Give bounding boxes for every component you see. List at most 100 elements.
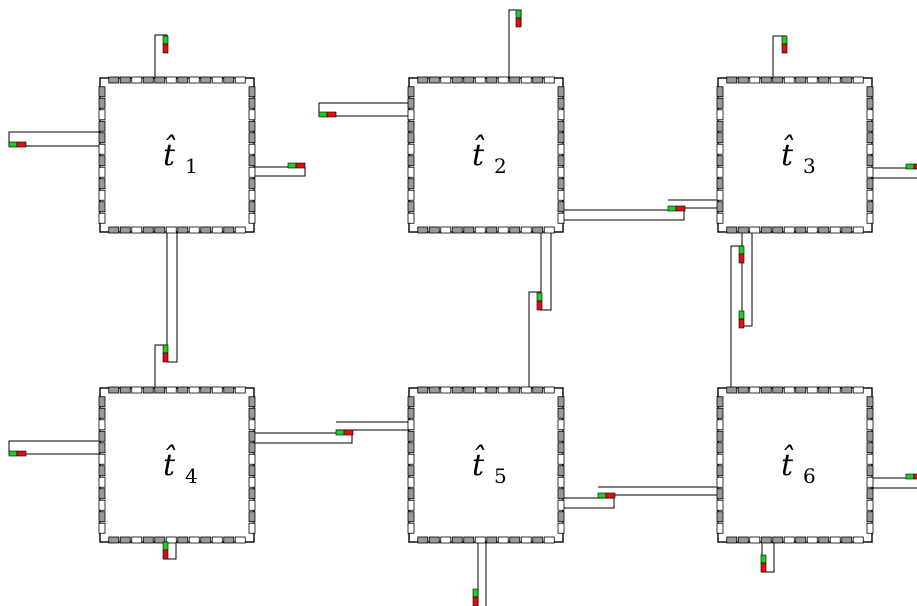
tile-port (557, 465, 565, 477)
tile-port (520, 76, 532, 84)
connection-path (563, 209, 685, 221)
tile-port (407, 396, 415, 408)
tile-port (200, 226, 212, 234)
tile-border (717, 77, 873, 233)
tile-port (131, 536, 143, 544)
tile-port (108, 226, 120, 234)
tile-port (407, 155, 415, 167)
tile-port (866, 109, 874, 121)
tile-port (716, 201, 724, 213)
tile-port (806, 76, 818, 84)
tile-port (440, 76, 452, 84)
tile-port (98, 430, 106, 442)
tile-port (98, 465, 106, 477)
tile-port (866, 396, 874, 408)
tile-port (407, 453, 415, 465)
tile-port (407, 499, 415, 511)
tile-port (716, 109, 724, 121)
marker-red (913, 473, 917, 480)
tile-port (248, 166, 256, 178)
tile-port (866, 499, 874, 511)
tile-t4: t̂4 (98, 386, 256, 544)
tile-port (818, 536, 830, 544)
marker-red (738, 318, 745, 329)
tile-port (248, 396, 256, 408)
tile-port (543, 386, 555, 394)
tile-port (783, 226, 795, 234)
tile-port (543, 226, 555, 234)
tile-t6: t̂6 (716, 386, 874, 544)
tile-port (165, 226, 177, 234)
tile-port (726, 226, 738, 234)
tile-port (726, 386, 738, 394)
tile-port (223, 536, 235, 544)
tile-port (407, 511, 415, 523)
tile-port (407, 178, 415, 190)
tile-port (200, 536, 212, 544)
tile-port (509, 386, 521, 394)
marker-red (162, 352, 169, 363)
tile-label: t̂ (472, 444, 485, 483)
tile-port (557, 155, 565, 167)
tile-port (543, 536, 555, 544)
tile-port (98, 212, 106, 224)
marker-red (472, 596, 479, 606)
tile-port (532, 226, 544, 234)
tile-port (248, 453, 256, 465)
tile-port (463, 76, 475, 84)
tile-port (248, 155, 256, 167)
tile-port (716, 465, 724, 477)
tile-port (98, 166, 106, 178)
tile-port (716, 212, 724, 224)
tile-port (98, 178, 106, 190)
tile-port (407, 407, 415, 419)
tile-port (520, 226, 532, 234)
tile-port (866, 430, 874, 442)
marker-red (162, 549, 169, 560)
tile-port (165, 536, 177, 544)
tile-port (188, 536, 200, 544)
tile-port (716, 86, 724, 98)
tile-port (248, 143, 256, 155)
tile-port (417, 536, 429, 544)
tile-port (248, 97, 256, 109)
tile-port (451, 226, 463, 234)
tile-subscript: 3 (803, 154, 816, 178)
tile-port (749, 76, 761, 84)
tile-port (866, 488, 874, 500)
tile-t5: t̂5 (407, 386, 565, 544)
tile-port (557, 396, 565, 408)
tile-port (407, 488, 415, 500)
tile-port (716, 120, 724, 132)
tile-port (486, 76, 498, 84)
tile-port (98, 109, 106, 121)
tile-port (98, 476, 106, 488)
tile-port (428, 536, 440, 544)
tile-port (211, 536, 223, 544)
tile-port (119, 76, 131, 84)
tile-port (806, 226, 818, 234)
tile-port (248, 488, 256, 500)
tile-port (407, 201, 415, 213)
tile-port (154, 386, 166, 394)
tile-port (841, 226, 853, 234)
tile-port (749, 536, 761, 544)
tile-border (99, 77, 255, 233)
tile-port (486, 226, 498, 234)
tile-port (749, 386, 761, 394)
tile-port (497, 226, 509, 234)
tile-port (142, 536, 154, 544)
tile-port (557, 419, 565, 431)
tile-port (795, 386, 807, 394)
tile-port (783, 386, 795, 394)
tile-port (463, 386, 475, 394)
tile-port (866, 476, 874, 488)
tile-port (248, 499, 256, 511)
tile-port (98, 201, 106, 213)
tile-port (866, 212, 874, 224)
marker-green (738, 245, 745, 255)
tile-port (142, 76, 154, 84)
tile-port (119, 536, 131, 544)
marker-green (335, 429, 345, 436)
